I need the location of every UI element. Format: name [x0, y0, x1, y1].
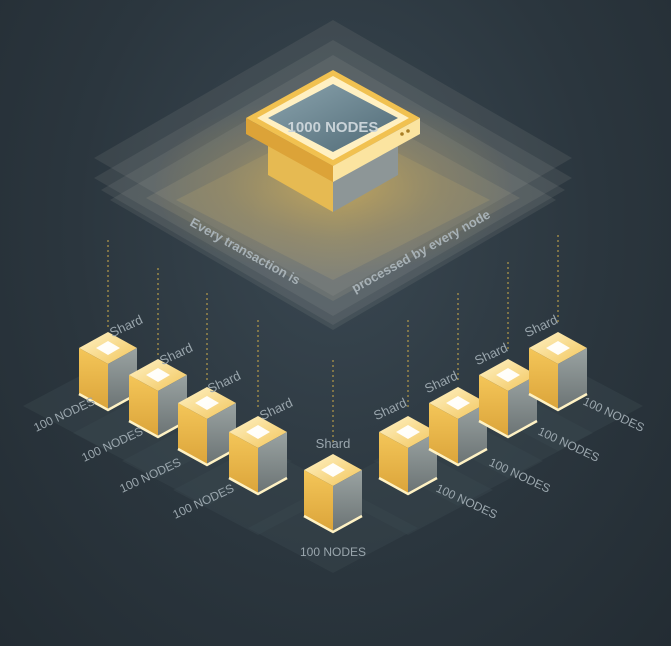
shard-label: Shard: [205, 368, 243, 396]
shard-label: Shard: [316, 436, 351, 451]
connector-lines: [107, 235, 559, 445]
shard-cube: [128, 359, 188, 439]
shard-label: Shard: [257, 395, 295, 423]
shard-cube: [478, 359, 538, 439]
shard-cube: [228, 416, 288, 496]
shard-cube: [428, 387, 488, 467]
shard-cube: [177, 387, 237, 467]
shard-nodes-label: 100 NODES: [300, 545, 366, 559]
shard-label: Shard: [107, 312, 145, 340]
top-node: 1000 NODES: [246, 70, 420, 212]
shard-cube: [528, 332, 588, 412]
shard-label: Shard: [157, 340, 195, 368]
shard-cube: [303, 454, 363, 534]
shard-cube: [378, 416, 438, 496]
top-node-label: 1000 NODES: [288, 119, 379, 136]
